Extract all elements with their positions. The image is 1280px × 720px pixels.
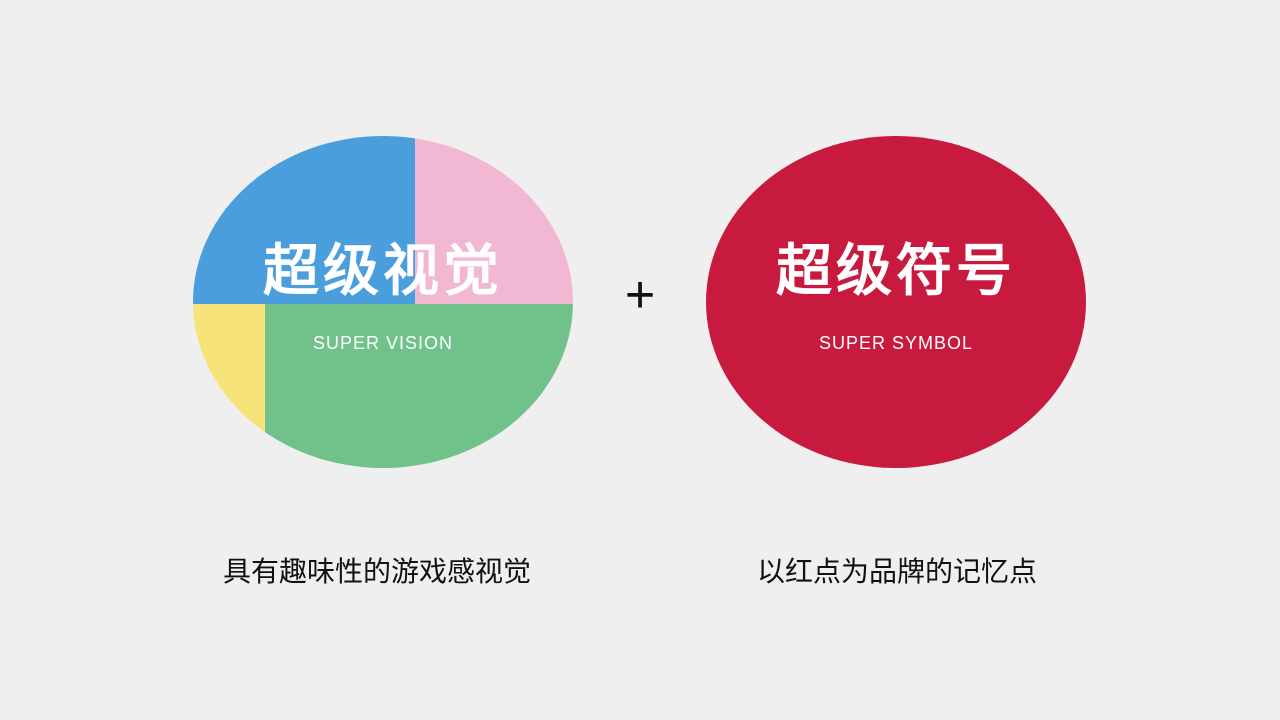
green-quadrant [265, 304, 573, 468]
yellow-quadrant [193, 304, 265, 468]
super-vision-title: 超级视觉 [263, 239, 503, 304]
super-symbol-circle [706, 136, 1086, 468]
super-vision-caption: 具有趣味性的游戏感视觉 [222, 555, 531, 588]
plus-operator: + [624, 266, 656, 324]
super-symbol-caption: 以红点为品牌的记忆点 [756, 555, 1037, 588]
super-vision-subtitle: SUPER VISION [312, 333, 454, 353]
super-symbol-title: 超级符号 [776, 239, 1016, 304]
super-symbol-subtitle: SUPER SYMBOL [818, 333, 974, 353]
